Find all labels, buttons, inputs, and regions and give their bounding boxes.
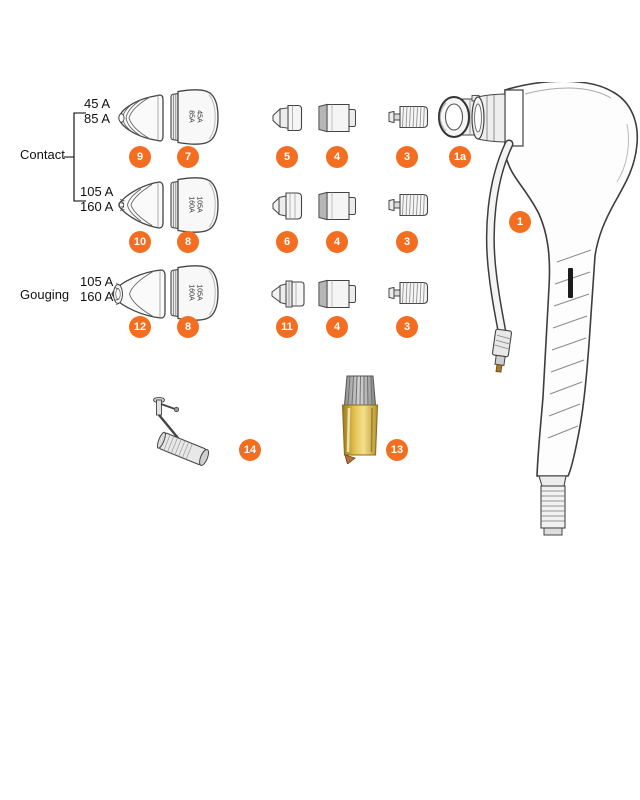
cap-8-row2-amperage-text: 105A 160A <box>188 196 203 213</box>
badge-8-row3: 8 <box>177 316 199 338</box>
contact-label: Contact <box>20 147 65 162</box>
electrode-4-row3-illustration <box>316 276 358 312</box>
electrode-4-row2-illustration <box>316 188 358 224</box>
shield-9-illustration <box>116 92 164 144</box>
badge-5: 5 <box>276 146 298 168</box>
wrench-14-illustration <box>128 396 240 474</box>
badge-8-row2: 8 <box>177 231 199 253</box>
badge-3-row2: 3 <box>396 231 418 253</box>
badge-9: 9 <box>129 146 151 168</box>
gouging-label: Gouging <box>20 287 70 302</box>
electrode-4-row1-illustration <box>316 100 358 136</box>
badge-3-row3: 3 <box>396 316 418 338</box>
swirl-ring-3-row3-illustration <box>386 278 430 308</box>
gouging-shield-12-illustration <box>110 268 166 320</box>
cap-8-row3-amperage-text: 105A 160A <box>188 284 203 301</box>
contact-bracket <box>64 112 86 202</box>
standoff-tool-13-illustration <box>332 374 388 464</box>
shield-10-illustration <box>116 180 164 230</box>
badge-13: 13 <box>386 439 408 461</box>
amperage-45: 45 A <box>84 96 111 111</box>
badge-12: 12 <box>129 316 151 338</box>
nozzle-6-illustration <box>270 190 304 222</box>
amperage-160: 160 A <box>80 199 114 214</box>
swirl-ring-3-row1-illustration <box>386 102 430 132</box>
amperage-label-row2: 105 A 160 A <box>80 184 113 214</box>
amperage-85: 85 A <box>84 111 111 126</box>
gouging-nozzle-11-illustration <box>268 278 306 310</box>
amperage-105: 105 A <box>80 184 114 199</box>
badge-1: 1 <box>509 211 531 233</box>
badge-11: 11 <box>276 316 298 338</box>
cap-7-amperage-text: 45A 85A <box>188 110 203 123</box>
torch-1-illustration <box>465 82 640 537</box>
swirl-ring-3-row2-illustration <box>386 190 430 220</box>
amperage-160-gouging: 160 A <box>80 289 114 304</box>
badge-1a: 1a <box>449 146 471 168</box>
badge-14: 14 <box>239 439 261 461</box>
badge-3-row1: 3 <box>396 146 418 168</box>
amperage-105-gouging: 105 A <box>80 274 114 289</box>
badge-4-row2: 4 <box>326 231 348 253</box>
badge-6: 6 <box>276 231 298 253</box>
badge-4-row1: 4 <box>326 146 348 168</box>
badge-7: 7 <box>177 146 199 168</box>
amperage-label-row3: 105 A 160 A <box>80 274 113 304</box>
badge-10: 10 <box>129 231 151 253</box>
nozzle-5-illustration <box>270 102 304 134</box>
badge-4-row3: 4 <box>326 316 348 338</box>
amperage-label-row1: 45 A 85 A <box>84 96 110 126</box>
